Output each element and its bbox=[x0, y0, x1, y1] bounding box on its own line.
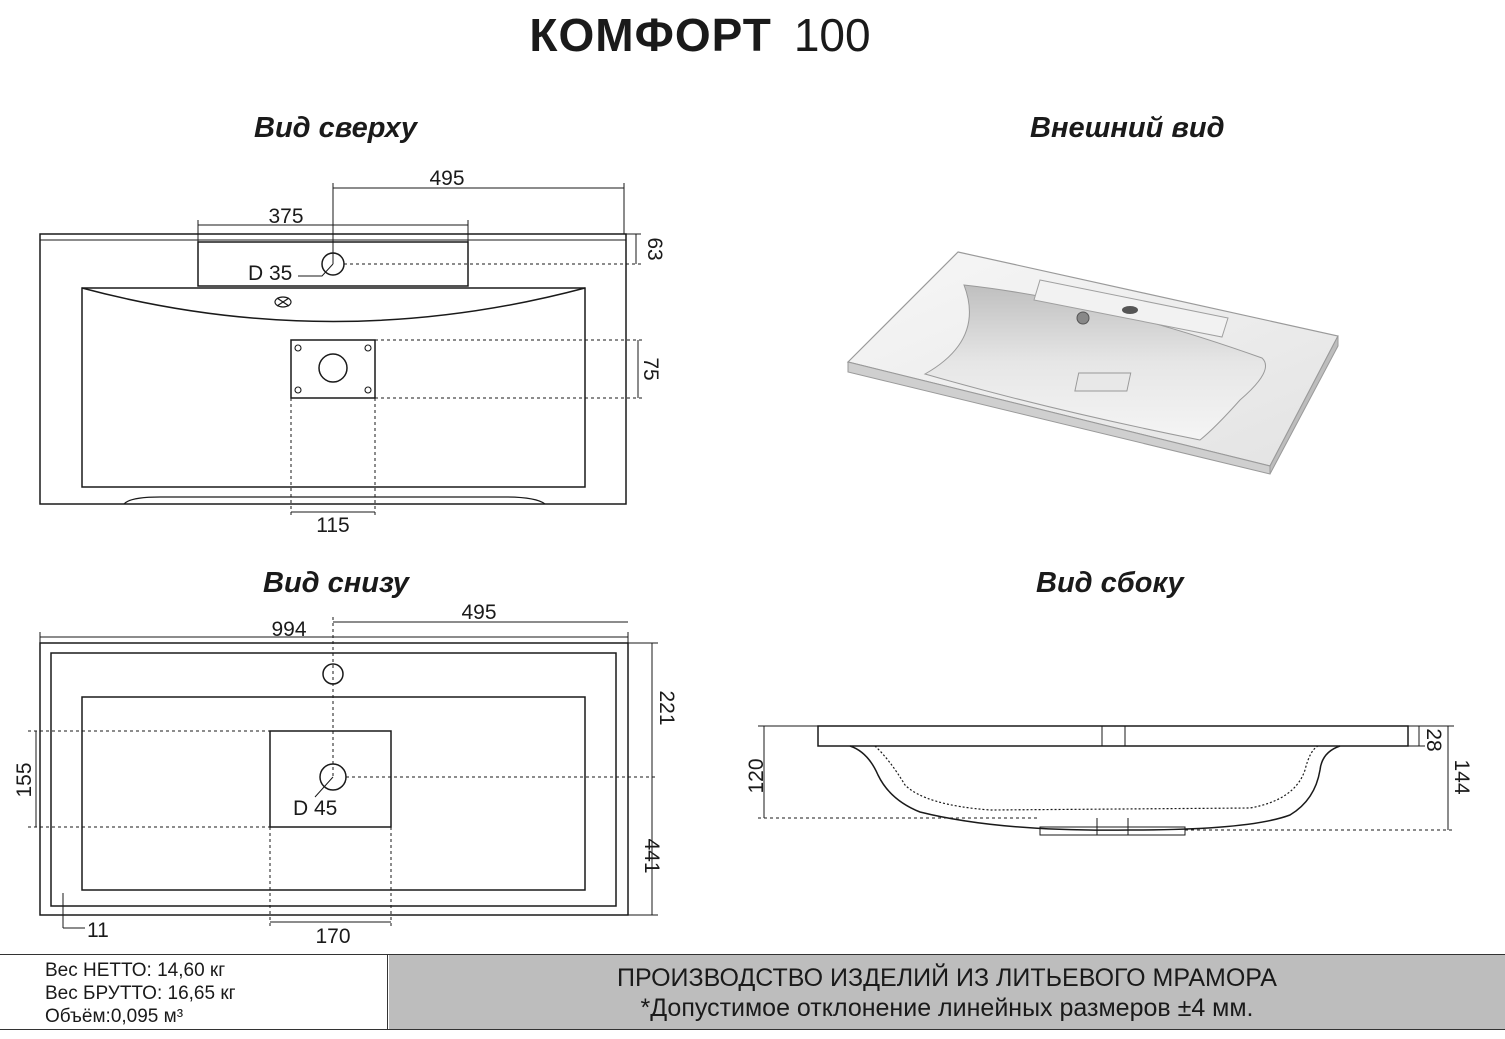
dim-top-d35: D 35 bbox=[248, 262, 292, 285]
footer: Вес НЕТТО: 14,60 кг Вес БРУТТО: 16,65 кг… bbox=[0, 954, 1505, 1030]
exterior-view-title: Внешний вид bbox=[1030, 112, 1225, 144]
side-drain bbox=[1039, 826, 1186, 836]
dim-bottom-155: 155 bbox=[13, 762, 36, 797]
drain-hole-icon bbox=[318, 353, 348, 383]
model-name: КОМФОРТ bbox=[529, 9, 772, 61]
dim-bottom-170: 170 bbox=[315, 925, 350, 948]
technical-drawing: 495 375 63 D 35 75 115 bbox=[13, 167, 1473, 948]
dim-bottom-221: 221 bbox=[655, 690, 678, 725]
side-bowl-inner bbox=[874, 745, 1319, 811]
faucet-hole-render-icon bbox=[1122, 306, 1138, 314]
top-view-drawing bbox=[39, 233, 627, 505]
dim-top-495: 495 bbox=[429, 167, 464, 190]
spec-gross-weight: Вес БРУТТО: 16,65 кг bbox=[45, 983, 236, 1004]
dim-top-63: 63 bbox=[643, 237, 666, 260]
dim-side-144: 144 bbox=[1450, 759, 1473, 794]
basin-outline bbox=[81, 287, 586, 488]
side-view-title: Вид сбоку bbox=[1036, 567, 1184, 599]
production-line-1: ПРОИЗВОДСТВО ИЗДЕЛИЙ ИЗ ЛИТЬЕВОГО МРАМОР… bbox=[617, 964, 1277, 992]
overflow-icon bbox=[274, 296, 292, 308]
spec-box: Вес НЕТТО: 14,60 кг Вес БРУТТО: 16,65 кг… bbox=[0, 955, 388, 1029]
page-title: КОМФОРТ 100 bbox=[0, 8, 1400, 62]
dim-bottom-441: 441 bbox=[640, 838, 663, 873]
spec-net-weight: Вес НЕТТО: 14,60 кг bbox=[45, 960, 226, 981]
production-box: ПРОИЗВОДСТВО ИЗДЕЛИЙ ИЗ ЛИТЬЕВОГО МРАМОР… bbox=[389, 955, 1505, 1029]
dim-top-115: 115 bbox=[316, 514, 349, 537]
countertop-side-edge bbox=[1269, 335, 1339, 475]
drain-cover-render bbox=[1074, 372, 1132, 392]
dim-side-28: 28 bbox=[1422, 728, 1445, 751]
side-bowl-outer bbox=[849, 745, 1341, 831]
dim-top-375: 375 bbox=[268, 205, 303, 228]
spec-volume: Объём:0,095 м³ bbox=[45, 1006, 184, 1027]
dim-bottom-994: 994 bbox=[271, 618, 306, 641]
exterior-render bbox=[846, 251, 1339, 475]
side-view-dimensions bbox=[758, 725, 1454, 831]
production-line-2: *Допустимое отклонение линейных размеров… bbox=[640, 994, 1254, 1022]
basin-front-curve bbox=[81, 287, 586, 323]
top-view-title: Вид сверху bbox=[254, 112, 417, 144]
dim-bottom-11: 11 bbox=[87, 919, 109, 942]
side-countertop bbox=[817, 725, 1409, 747]
front-lip bbox=[123, 496, 546, 505]
bottom-view-title: Вид снизу bbox=[263, 567, 409, 599]
bottom-outline bbox=[39, 642, 629, 916]
bottom-view-dimensions bbox=[28, 617, 658, 929]
overflow-render-icon bbox=[1076, 311, 1090, 325]
side-view-drawing bbox=[817, 725, 1409, 836]
dim-top-75: 75 bbox=[639, 357, 662, 380]
model-number: 100 bbox=[793, 9, 871, 61]
bottom-drain-area bbox=[269, 730, 392, 828]
bottom-view-drawing bbox=[39, 642, 629, 916]
dim-bottom-495: 495 bbox=[461, 601, 496, 624]
dim-bottom-d45: D 45 bbox=[293, 797, 337, 820]
dim-side-120: 120 bbox=[745, 758, 768, 793]
top-view-dimensions bbox=[197, 183, 643, 518]
drain-plate bbox=[290, 339, 376, 399]
